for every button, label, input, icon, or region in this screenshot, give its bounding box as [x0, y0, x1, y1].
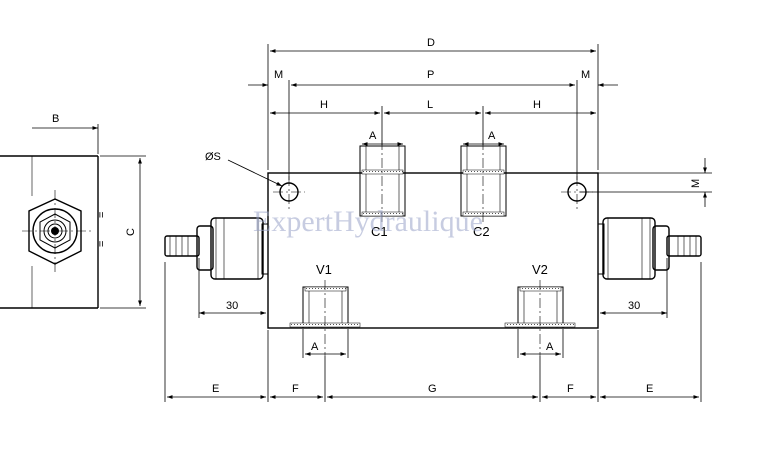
valve-body — [267, 172, 599, 329]
equal-mark-lower: = — [96, 241, 108, 247]
dim-label-f-left: F — [292, 383, 299, 395]
dim-label-a-c2: A — [488, 130, 496, 142]
dim-label-a-c1: A — [369, 130, 377, 142]
top-dimensions: D M P M H L H A A ØS M — [205, 37, 712, 207]
dim-label-30-left: 30 — [226, 300, 238, 312]
equal-mark-upper: = — [96, 212, 108, 218]
port-c1 — [359, 140, 406, 222]
dim-label-h-right: H — [533, 99, 541, 111]
cartridge-left — [164, 217, 269, 280]
cartridge-right — [597, 217, 702, 280]
dim-label-m-right: M — [581, 69, 590, 81]
dim-label-e-right: E — [646, 383, 653, 395]
port-label-c2: C2 — [473, 224, 490, 239]
dim-label-f-right: F — [567, 383, 574, 395]
bottom-dimensions: 30 30 A A E F G F E — [164, 258, 702, 402]
side-view: = = B C — [0, 113, 146, 309]
dim-label-g: G — [428, 383, 437, 395]
dim-label-h-left: H — [320, 99, 328, 111]
port-v1 — [289, 280, 361, 356]
dim-label-a-v1: A — [311, 341, 319, 353]
dim-label-a-v2: A — [546, 341, 554, 353]
dim-label-30-right: 30 — [628, 300, 640, 312]
port-label-v1: V1 — [316, 262, 332, 277]
dim-label-p: P — [427, 69, 434, 81]
dim-label-m-vertical: M — [690, 179, 702, 188]
watermark-text: ExpertHydraulique — [253, 205, 483, 238]
dim-label-b: B — [52, 113, 59, 125]
port-label-c1: C1 — [371, 224, 388, 239]
port-v2 — [504, 280, 576, 356]
dim-label-s: ØS — [205, 151, 221, 163]
dim-label-d: D — [427, 37, 435, 49]
dim-label-c: C — [125, 228, 137, 236]
port-label-v2: V2 — [532, 262, 548, 277]
dim-label-l: L — [427, 99, 433, 111]
dim-label-m-left: M — [274, 69, 283, 81]
dim-label-e-left: E — [212, 383, 219, 395]
port-c2 — [460, 140, 507, 222]
